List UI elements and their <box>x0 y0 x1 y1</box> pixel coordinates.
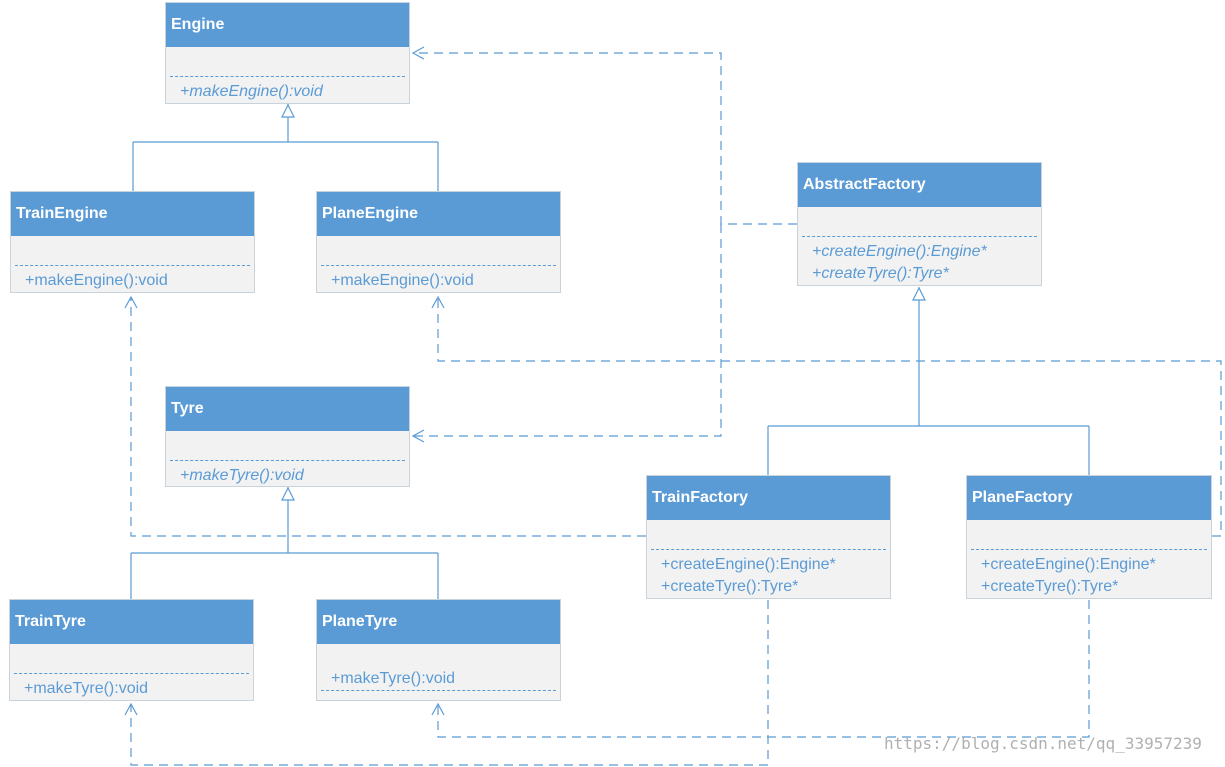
arrowhead-planetyre <box>431 702 445 716</box>
attributes-compartment <box>15 236 250 266</box>
operations-compartment: +makeTyre():void <box>166 461 409 487</box>
class-tyre[interactable]: Tyre +makeTyre():void <box>165 386 410 487</box>
operation: +createEngine():Engine* <box>812 243 987 260</box>
class-name: AbstractFactory <box>798 163 1041 207</box>
class-train-engine[interactable]: TrainEngine +makeEngine():void <box>10 191 255 293</box>
operation: +createTyre():Tyre* <box>981 578 1119 595</box>
dep-abstractfactory-tyre <box>413 224 722 437</box>
operation: +createTyre():Tyre* <box>661 578 799 595</box>
operations-compartment: +makeTyre():void <box>10 674 253 700</box>
attributes-compartment <box>651 520 886 550</box>
class-engine[interactable]: Engine +makeEngine():void <box>165 2 410 104</box>
class-train-factory[interactable]: TrainFactory +createEngine():Engine* +cr… <box>646 475 891 599</box>
class-plane-engine[interactable]: PlaneEngine +makeEngine():void <box>316 191 561 293</box>
arrowhead-planeengine <box>431 295 445 309</box>
inherit-tyre-edge <box>130 486 439 599</box>
inherit-engine-edge <box>132 103 439 191</box>
arrowhead-traintyre <box>124 702 138 716</box>
class-name: PlaneFactory <box>967 476 1211 520</box>
operation: +makeEngine():void <box>25 272 168 289</box>
class-plane-factory[interactable]: PlaneFactory +createEngine():Engine* +cr… <box>966 475 1212 599</box>
attributes-compartment <box>802 207 1037 237</box>
arrowhead-trainengine <box>124 295 138 309</box>
dep-abstractfactory-engine <box>413 52 797 225</box>
attributes-compartment <box>321 236 556 266</box>
class-name: Engine <box>166 3 409 47</box>
operations-compartment: +makeEngine():void <box>166 77 409 103</box>
operations-compartment: +makeTyre():void <box>321 668 556 691</box>
inherit-arrow-factory <box>912 286 926 301</box>
watermark: https://blog.csdn.net/qq_33957239 <box>884 734 1202 753</box>
operations-compartment: +makeEngine():void <box>317 266 560 292</box>
operation: +makeEngine():void <box>180 83 323 100</box>
class-name: TrainFactory <box>647 476 890 520</box>
operations-compartment: +createEngine():Engine* +createTyre():Ty… <box>798 237 1041 285</box>
class-name: PlaneTyre <box>317 600 560 644</box>
operation: +createEngine():Engine* <box>661 556 836 573</box>
arrowhead-tyre <box>411 429 425 443</box>
class-name: TrainTyre <box>10 600 253 644</box>
operation: +makeTyre():void <box>24 680 149 697</box>
class-name: PlaneEngine <box>317 192 560 236</box>
attributes-compartment <box>971 520 1207 550</box>
operations-compartment: +makeEngine():void <box>11 266 254 292</box>
operation: +makeEngine():void <box>331 272 474 289</box>
dep-planefactory-planetyre <box>437 600 1090 738</box>
class-abstract-factory[interactable]: AbstractFactory +createEngine():Engine* … <box>797 162 1042 286</box>
inherit-arrow-engine <box>281 103 295 118</box>
operation: +makeTyre():void <box>180 467 304 484</box>
attributes-compartment <box>14 644 249 674</box>
operation: +makeTyre():void <box>331 670 456 687</box>
attributes-compartment <box>170 47 405 77</box>
dep-trainfactory-traintyre <box>130 600 769 766</box>
operation: +createEngine():Engine* <box>981 556 1156 573</box>
class-name: Tyre <box>166 387 409 431</box>
inherit-arrow-tyre <box>281 486 295 501</box>
dep-planefactory-planeengine <box>437 297 1222 537</box>
dep-trainfactory-trainengine <box>130 297 646 537</box>
operations-compartment: +createEngine():Engine* +createTyre():Ty… <box>647 550 890 598</box>
attributes-compartment <box>317 644 560 668</box>
inherit-factory-edge <box>767 286 1090 475</box>
class-name: TrainEngine <box>11 192 254 236</box>
operation: +createTyre():Tyre* <box>812 265 949 282</box>
attributes-compartment <box>170 431 405 461</box>
class-train-tyre[interactable]: TrainTyre +makeTyre():void <box>9 599 254 701</box>
arrowhead-engine <box>411 46 425 60</box>
operations-compartment: +createEngine():Engine* +createTyre():Ty… <box>967 550 1211 598</box>
class-plane-tyre[interactable]: PlaneTyre +makeTyre():void <box>316 599 561 701</box>
